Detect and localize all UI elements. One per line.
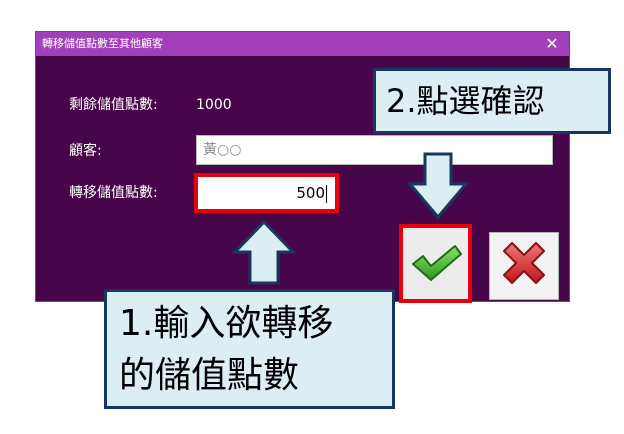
confirm-button[interactable] — [399, 224, 472, 303]
red-x-icon — [503, 242, 545, 284]
dialog-title: 轉移儲值點數至其他顧客 — [42, 37, 163, 50]
text-caret — [326, 184, 327, 203]
callout-step2: 2.點選確認 — [373, 68, 611, 134]
close-button[interactable]: ✕ — [545, 34, 559, 53]
transfer-label: 轉移儲值點數: — [69, 185, 158, 201]
up-arrow-icon — [232, 220, 296, 285]
callout-step1-line2: 的儲值點數 — [119, 355, 300, 396]
cancel-button[interactable] — [489, 232, 559, 300]
callout-step1-line1: 1.輸入欲轉移 — [119, 303, 334, 344]
transfer-amount-input[interactable]: 500 — [194, 173, 339, 213]
green-check-icon — [412, 245, 462, 281]
balance-value: 1000 — [196, 97, 232, 113]
down-arrow-icon — [407, 152, 469, 220]
title-bar: 轉移儲值點數至其他顧客 ✕ — [36, 32, 569, 56]
callout-step2-text: 2.點選確認 — [386, 82, 545, 120]
customer-label: 顧客: — [69, 143, 102, 159]
customer-field[interactable]: 黃○○ — [196, 135, 553, 165]
transfer-amount-value: 500 — [296, 184, 325, 202]
balance-label: 剩餘儲值點數: — [69, 97, 158, 113]
callout-step1: 1.輸入欲轉移 的儲值點數 — [104, 289, 395, 409]
